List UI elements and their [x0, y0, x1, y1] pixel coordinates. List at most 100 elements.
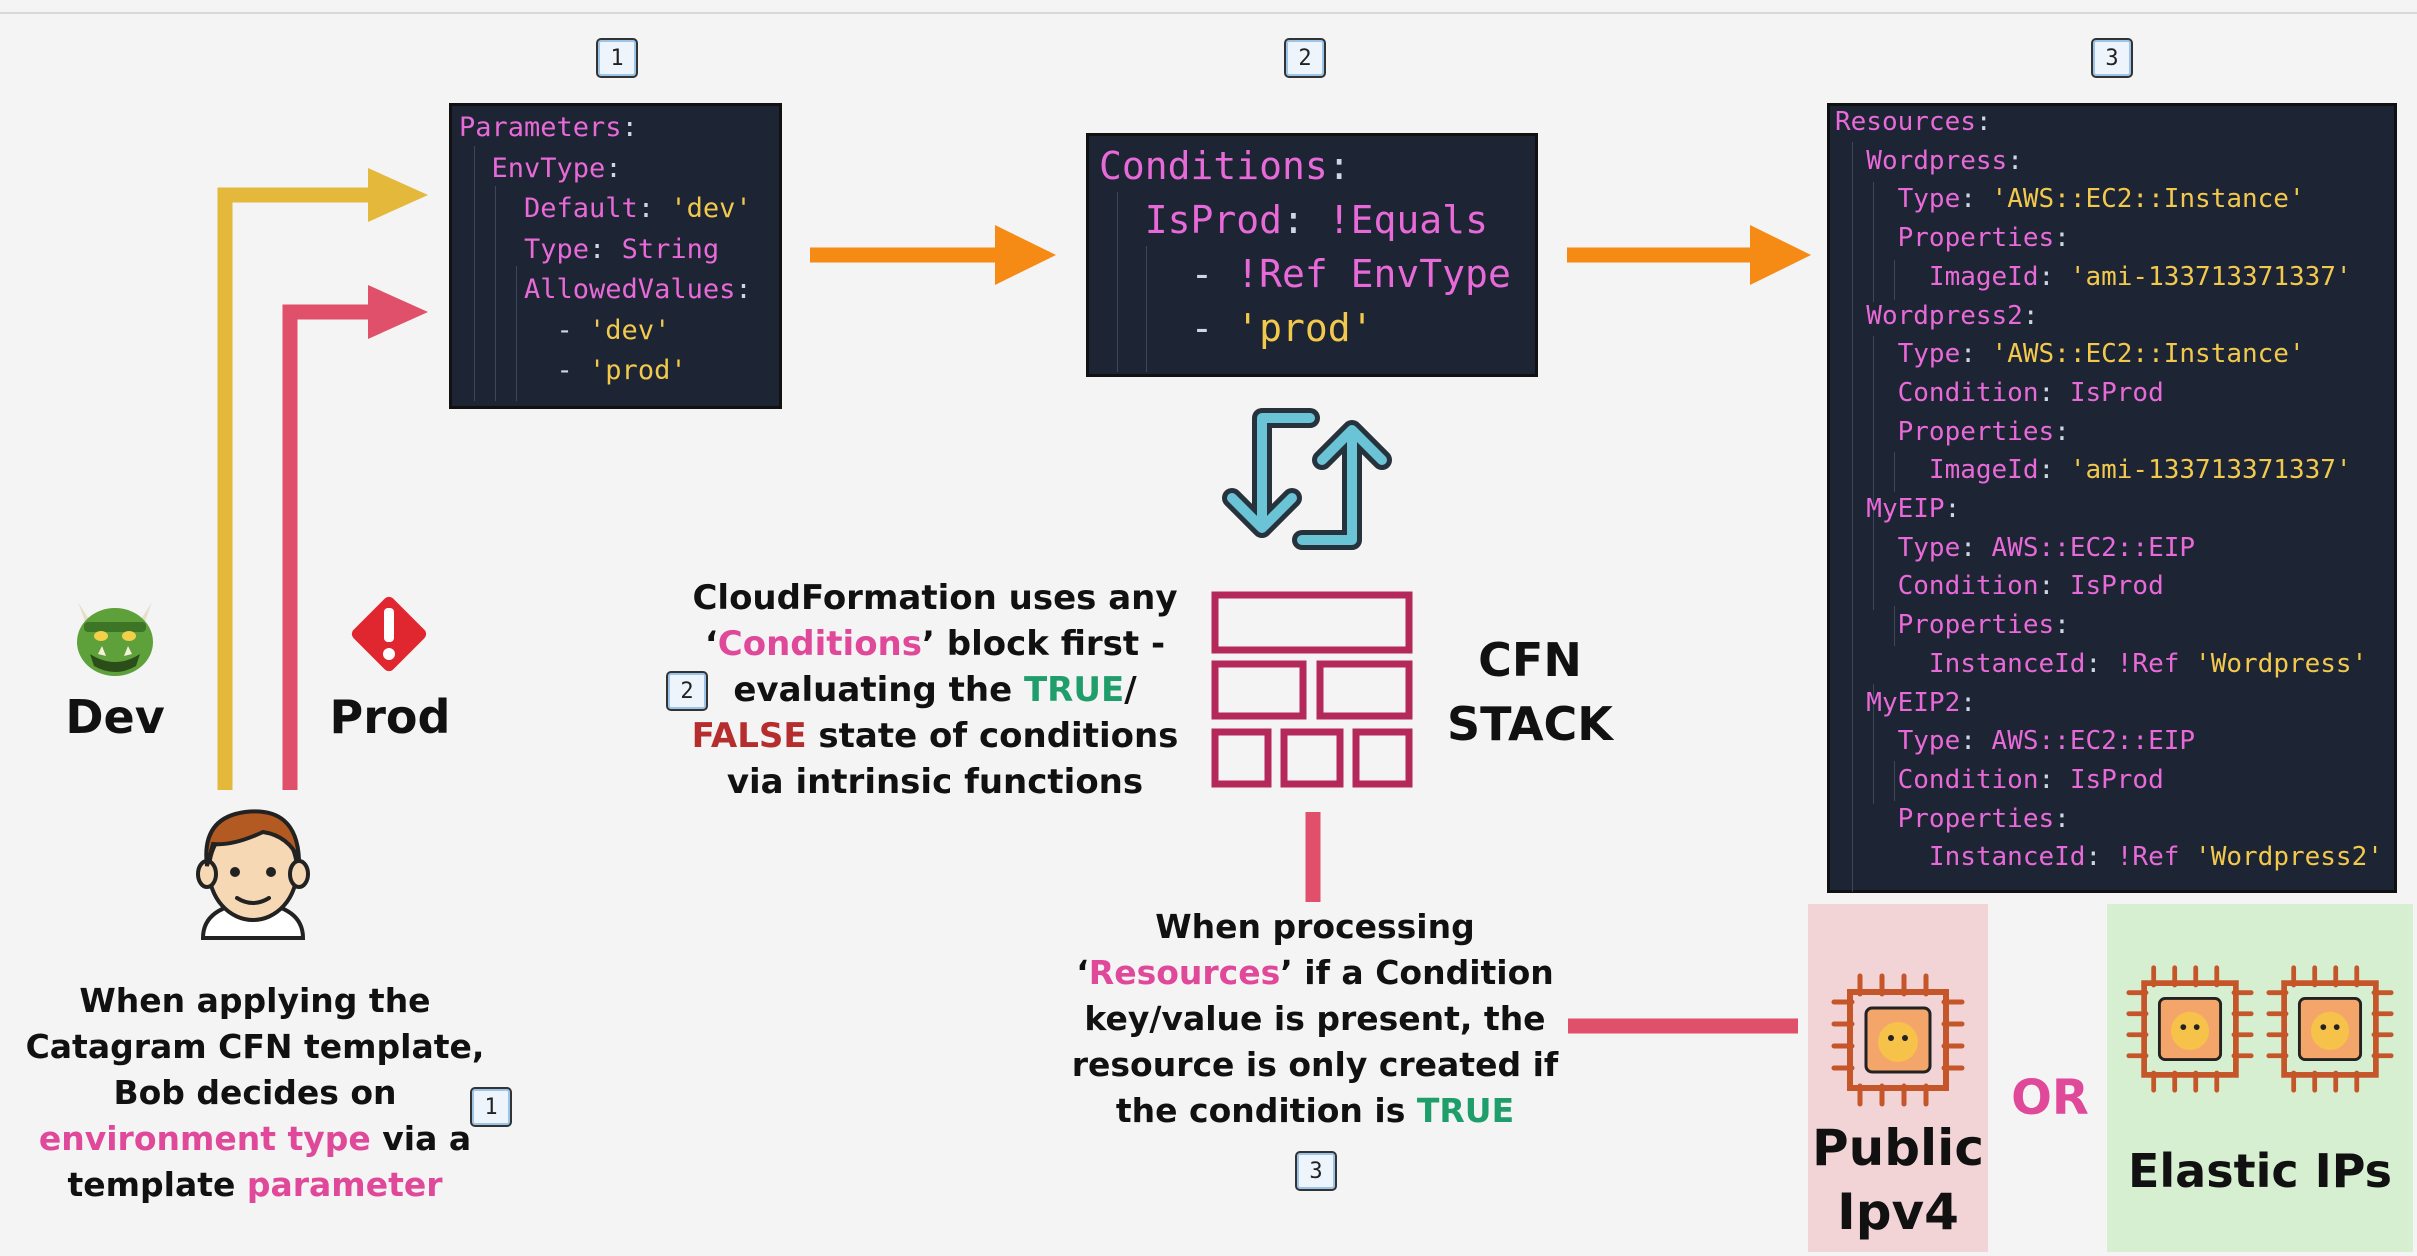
code-token: :: [2038, 455, 2070, 486]
code-token: AWS::EC2::EIP: [1991, 532, 2196, 563]
code-line: Properties:: [1835, 417, 2070, 447]
code-token: String: [621, 233, 720, 265]
code-token: :: [2054, 803, 2070, 834]
code-token: ImageId: [1835, 261, 2039, 292]
public-ipv4-label: Public Ipv4: [1808, 1116, 1988, 1244]
code-token: Resources: [1835, 107, 1976, 137]
code-line: AllowedValues:: [459, 274, 752, 305]
code-token: :: [1960, 339, 1992, 370]
code-token: Condition: [1835, 571, 2039, 602]
code-token: AllowedValues: [459, 274, 736, 305]
dev-label: Dev: [65, 690, 165, 744]
mid-line-2-tail: ’ block first -: [922, 624, 1166, 664]
slash: /: [1124, 670, 1137, 710]
code-token: Type: [1835, 339, 1961, 370]
code-token: Properties: [1835, 610, 2055, 641]
code-line: Type: AWS::EC2::EIP: [1835, 533, 2195, 563]
mid-line-2: ‘Conditions’ block first -: [690, 621, 1180, 667]
mid-line-3: evaluating the TRUE/: [690, 667, 1180, 713]
bottom-line-2-tail: ’ if a Condition: [1280, 953, 1554, 992]
code-token: !Ref: [2116, 648, 2196, 679]
conditions-description: CloudFormation uses any ‘Conditions’ blo…: [690, 575, 1180, 805]
code-token: !Ref EnvType: [1236, 252, 1511, 296]
code-token: AWS::EC2::EIP: [1991, 726, 2196, 757]
code-token: Type: [459, 233, 590, 265]
stack-label: STACK: [1447, 697, 1613, 751]
step-badge-3-text: 3: [1295, 1151, 1337, 1191]
indent-guide: [516, 266, 517, 401]
left-line-4-tail: via a: [370, 1119, 472, 1158]
top-divider: [0, 12, 2417, 14]
code-token: :: [2038, 377, 2070, 408]
code-token: Condition: [1835, 377, 2039, 408]
code-line: Condition: IsProd: [1835, 571, 2164, 601]
code-token: 'Wordpress2': [2195, 842, 2383, 873]
code-token: 'AWS::EC2::Instance': [1991, 339, 2305, 370]
code-line: MyEIP2:: [1835, 688, 1976, 718]
code-line: - 'prod': [1099, 306, 1374, 350]
code-line: InstanceId: !Ref 'Wordpress': [1835, 649, 2367, 679]
code-token: :: [2085, 842, 2117, 873]
bottom-line-1: When processing: [1155, 907, 1475, 946]
elastic-ips-label: Elastic IPs: [2127, 1144, 2393, 1198]
code-token: :: [2054, 223, 2070, 254]
chip-icon: [2126, 965, 2254, 1093]
indent-guide: [1873, 684, 1874, 804]
code-line: Wordpress2:: [1835, 301, 2038, 331]
warning-icon: [351, 596, 427, 672]
code-line: - !Ref EnvType: [1099, 252, 1511, 296]
bottom-line-3: key/value is present, the: [1084, 999, 1546, 1038]
indent-guide: [1117, 192, 1118, 372]
left-line-4: environment type via a: [20, 1116, 490, 1162]
code-token: 'ami-133713371337': [2069, 455, 2352, 486]
mid-line-5: via intrinsic functions: [726, 762, 1144, 802]
code-token: 'Wordpress': [2195, 648, 2368, 679]
code-token: :: [605, 152, 622, 184]
bottom-line-2: ‘Resources’ if a Condition: [1060, 950, 1570, 996]
code-token: :: [2054, 416, 2070, 447]
code-token: !Ref: [2116, 842, 2196, 873]
code-token: Condition: [1835, 764, 2039, 795]
indent-guide: [1873, 182, 1874, 302]
step-badge-3: 3: [2091, 38, 2133, 78]
code-line: EnvType:: [459, 153, 622, 184]
code-token: :: [1975, 107, 1992, 137]
flow-arrow-2: [1567, 225, 1811, 285]
code-line: Properties:: [1835, 610, 2070, 640]
code-line: Type: 'AWS::EC2::Instance': [1835, 339, 2305, 369]
left-line-5: template parameter: [20, 1162, 490, 1208]
code-line: ImageId: 'ami-133713371337': [1835, 262, 2352, 292]
code-line: Type: String: [459, 234, 719, 265]
code-token: Default: [459, 193, 638, 224]
parameter-highlight: parameter: [246, 1165, 443, 1204]
code-line: Conditions:: [1099, 144, 1351, 188]
code-token: Properties: [1835, 803, 2055, 834]
code-token: :: [1960, 687, 1976, 718]
code-line: Resources:: [1835, 107, 1992, 137]
code-token: :: [1960, 532, 1992, 563]
mid-line-1: CloudFormation uses any: [692, 578, 1178, 618]
code-token: :: [1944, 494, 1961, 524]
code-token: Type: [1835, 532, 1961, 563]
step-badge-2: 2: [1284, 38, 1326, 78]
code-token: Type: [1835, 184, 1961, 215]
step-badge-1-text: 1: [470, 1087, 512, 1127]
code-line: Properties:: [1835, 223, 2070, 253]
indent-guide: [1146, 246, 1147, 372]
code-token: Type: [1835, 726, 1961, 757]
code-token: :: [2038, 764, 2070, 795]
code-token: Properties: [1835, 416, 2055, 447]
code-line: Condition: IsProd: [1835, 765, 2164, 795]
code-token: :: [589, 233, 622, 265]
code-token: :: [1282, 198, 1328, 242]
code-token: 'prod': [1236, 306, 1374, 350]
code-token: InstanceId: [1835, 648, 2086, 679]
code-line: Properties:: [1835, 804, 2070, 834]
code-token: 'AWS::EC2::Instance': [1991, 184, 2305, 215]
code-token: :: [2007, 145, 2023, 176]
indent-guide: [474, 146, 475, 401]
parameters-code-block: Parameters: EnvType: Default: 'dev' Type…: [449, 103, 782, 409]
code-token: Parameters: [459, 112, 622, 143]
environment-type-highlight: environment type: [38, 1119, 371, 1158]
